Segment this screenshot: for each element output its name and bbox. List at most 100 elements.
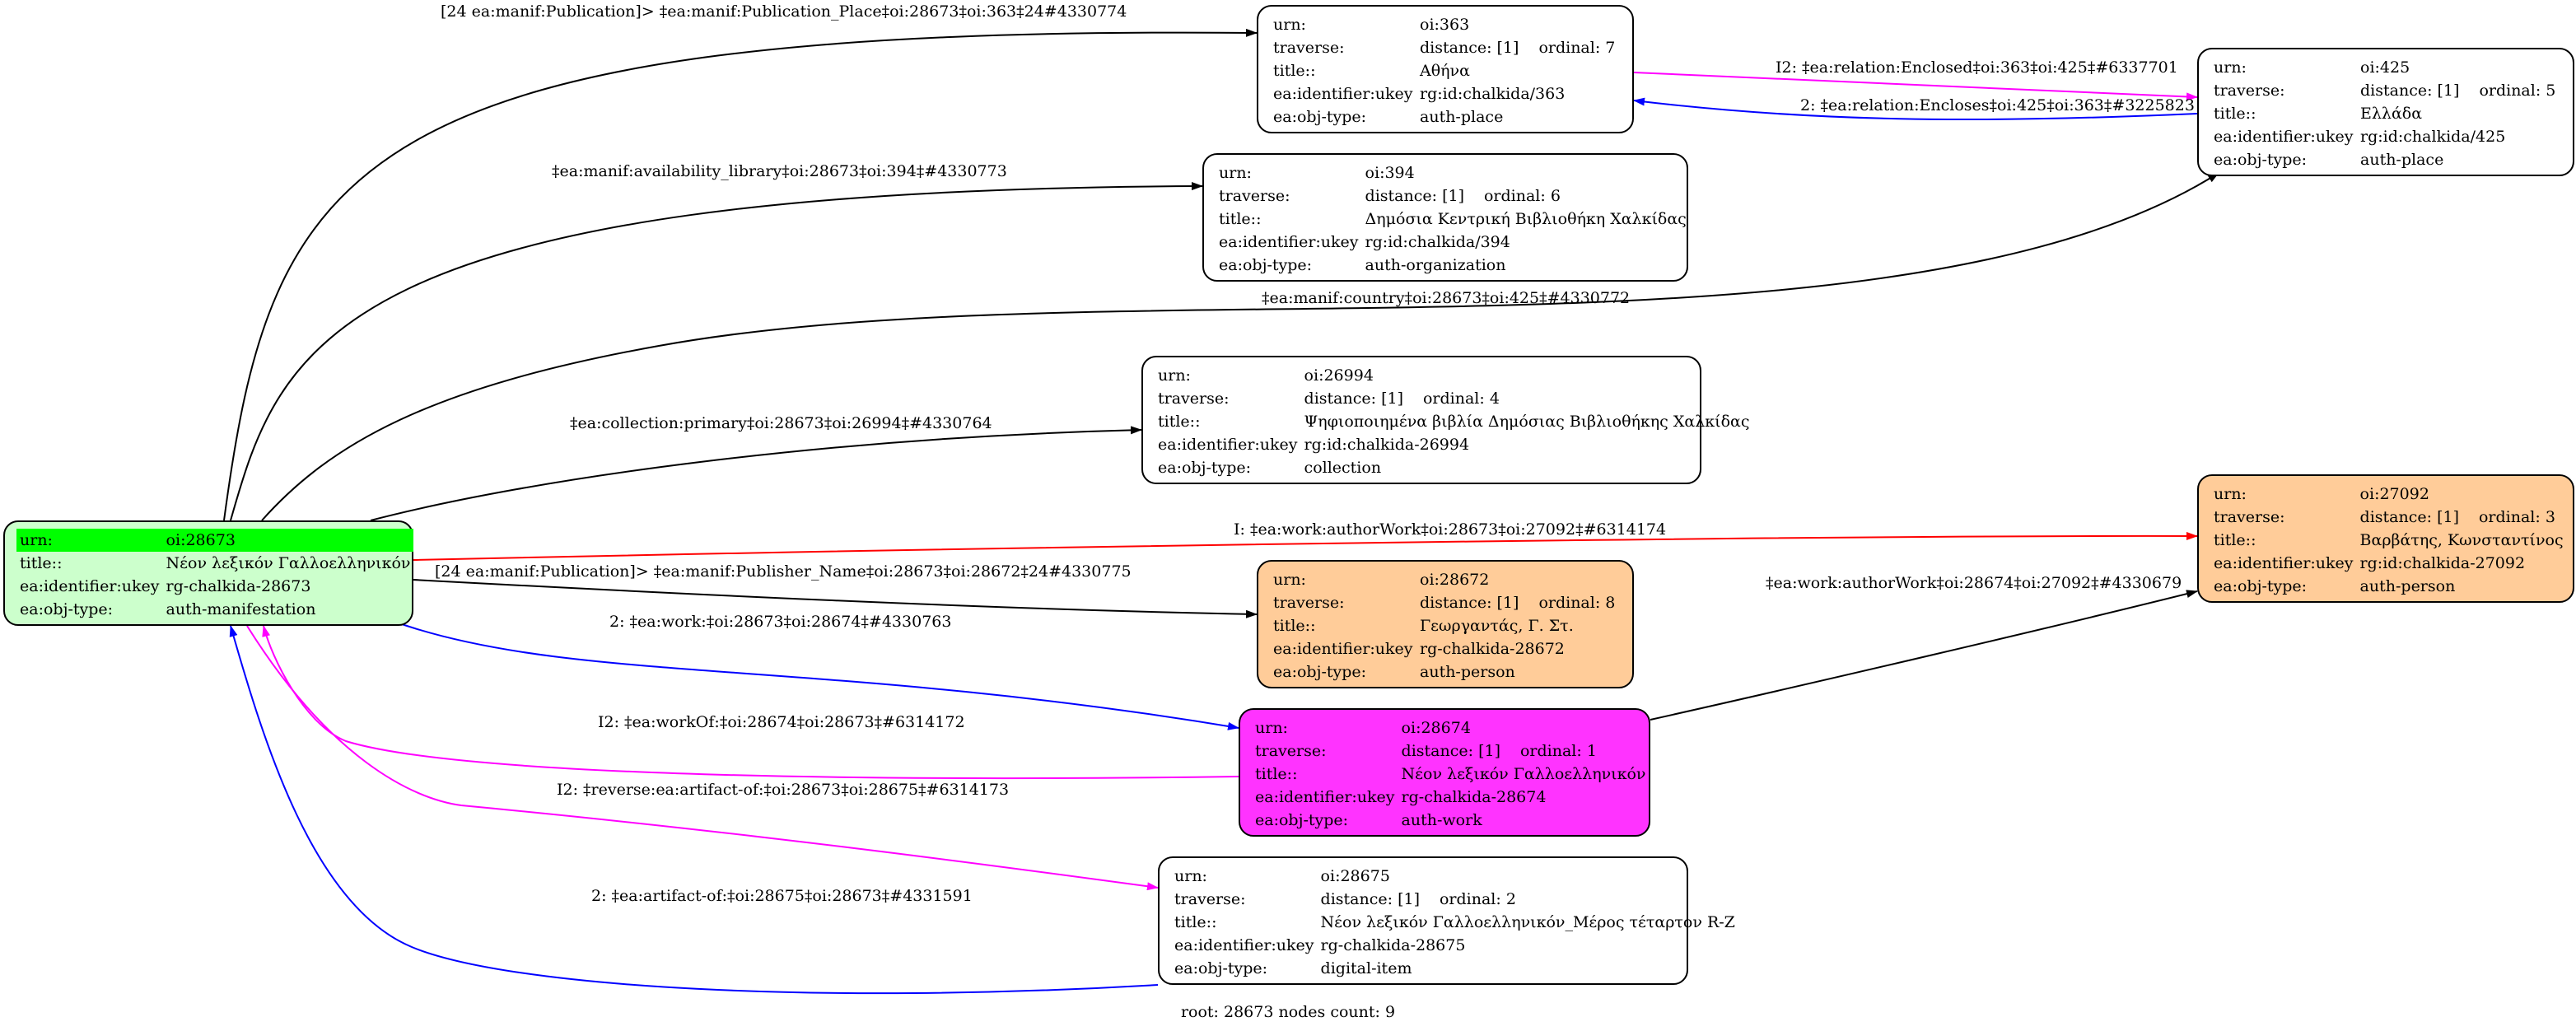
node-key-ukey: ea:identifier:ukey — [1219, 233, 1359, 251]
node-ukey: rg:id:chalkida/425 — [2360, 128, 2506, 146]
node-key-traverse: traverse: — [1174, 890, 1246, 908]
node-key-title: title:: — [20, 554, 63, 572]
edge-publisher-name: [24 ea:manif:Publication]> ‡ea:manif:Pub… — [413, 562, 1258, 618]
node-key-objtype: ea:obj-type: — [1158, 459, 1252, 477]
node-ordinal: ordinal: 5 — [2479, 82, 2556, 100]
edge-label-artifact-of-blue: 2: ‡ea:artifact-of:‡oi:28675‡oi:28673‡#4… — [591, 887, 973, 905]
node-key-ukey: ea:identifier:ukey — [1273, 640, 1413, 658]
node-key-traverse: traverse: — [2214, 508, 2285, 526]
node-distance: distance: [1] — [1401, 742, 1500, 760]
node-organization-library[interactable]: urn:oi:394 traverse:distance: [1]ordinal… — [1202, 153, 1688, 282]
edge-author-work-black: ‡ea:work:authorWork‡oi:28674‡oi:27092‡#4… — [1650, 574, 2198, 721]
node-ukey: rg-chalkida-28673 — [166, 577, 311, 595]
edge-encloses-blue: 2: ‡ea:relation:Encloses‡oi:425‡oi:363‡#… — [1633, 96, 2198, 121]
node-ordinal: ordinal: 2 — [1439, 890, 1516, 908]
edge-collection-primary: ‡ea:collection:primary‡oi:28673‡oi:26994… — [370, 414, 1142, 521]
node-digital-item[interactable]: urn: oi:28675 traverse: distance: [1] ordin… — [1158, 856, 1735, 985]
node-place-athens[interactable]: urn:oi:363 traverse:distance: [1]ordinal… — [1257, 5, 1634, 133]
node-objtype: auth-manifestation — [166, 600, 316, 618]
node-ukey: rg:id:chalkida-26994 — [1304, 436, 1470, 454]
node-urn: oi:363 — [1420, 16, 1470, 34]
node-objtype: digital-item — [1320, 959, 1412, 977]
node-ukey: rg-chalkida-28672 — [1420, 640, 1565, 658]
node-distance: distance: [1] — [1365, 187, 1464, 205]
node-key-title: title:: — [2214, 105, 2256, 123]
node-key-title: title:: — [1273, 62, 1316, 80]
node-key-urn: urn: — [2214, 485, 2247, 503]
edge-author-work-red: I: ‡ea:work:authorWork‡oi:28673‡oi:27092… — [413, 520, 2198, 561]
node-key-objtype: ea:obj-type: — [1273, 108, 1367, 126]
node-objtype: auth-place — [2360, 151, 2444, 169]
node-key-urn: urn: — [1174, 867, 1207, 885]
node-urn: oi:394 — [1365, 164, 1415, 182]
node-ordinal: ordinal: 8 — [1538, 594, 1616, 612]
node-distance: distance: [1] — [1320, 890, 1420, 908]
node-key-title: title:: — [1174, 913, 1217, 931]
edge-label-work-blue: 2: ‡ea:work:‡oi:28673‡oi:28674‡#4330763 — [609, 613, 951, 631]
node-ukey: rg:id:chalkida-27092 — [2359, 554, 2526, 572]
node-urn: oi:28675 — [1320, 867, 1390, 885]
node-key-urn: urn: — [1158, 366, 1191, 385]
node-key-urn: urn: — [1255, 719, 1288, 737]
edge-label-publication-place: [24 ea:manif:Publication]> ‡ea:manif:Pub… — [441, 2, 1127, 21]
edge-label-author-work-red: I: ‡ea:work:authorWork‡oi:28673‡oi:27092… — [1234, 520, 1666, 539]
edge-work-of-magenta: I2: ‡ea:workOf:‡oi:28674‡oi:28673‡#63141… — [262, 625, 1239, 780]
node-key-ukey: ea:identifier:ukey — [2214, 554, 2354, 572]
node-person-varvatis[interactable]: urn: oi:27092 traverse: distance: [1] ordin… — [2197, 474, 2574, 603]
edge-label-enclosed-magenta: I2: ‡ea:relation:Enclosed‡oi:363‡oi:425‡… — [1776, 58, 2178, 77]
node-key-ukey: ea:identifier:ukey — [2214, 128, 2354, 146]
node-urn: oi:27092 — [2359, 485, 2429, 503]
node-objtype: collection — [1304, 459, 1382, 477]
node-ukey: rg-chalkida-28674 — [1401, 788, 1547, 806]
node-key-urn: urn: — [2214, 58, 2247, 77]
node-place-greece[interactable]: urn: oi:425 traverse: distance: [1] ordinal… — [2197, 48, 2574, 176]
node-key-ukey: ea:identifier:ukey — [1174, 936, 1314, 954]
node-key-objtype: ea:obj-type: — [1219, 256, 1313, 274]
node-key-traverse: traverse: — [2214, 82, 2285, 100]
node-distance: distance: [1] — [2359, 508, 2459, 526]
node-objtype: auth-work — [1401, 811, 1482, 829]
node-title: Δημόσια Κεντρική Βιβλιοθήκη Χαλκίδας — [1365, 210, 1687, 228]
node-urn: oi:28674 — [1401, 719, 1471, 737]
node-key-objtype: ea:obj-type: — [2214, 151, 2308, 169]
node-objtype: auth-person — [2359, 577, 2456, 595]
node-key-traverse: traverse: — [1158, 390, 1230, 408]
edge-label-encloses-blue: 2: ‡ea:relation:Encloses‡oi:425‡oi:363‡#… — [1800, 96, 2195, 114]
graph-footer: root: 28673 nodes count: 9 — [1180, 1003, 1396, 1021]
node-key-urn: urn: — [1273, 16, 1306, 34]
node-key-title: title:: — [1219, 210, 1262, 228]
node-ordinal: ordinal: 4 — [1422, 390, 1500, 408]
node-objtype: auth-organization — [1365, 256, 1506, 274]
node-key-title: title:: — [2214, 531, 2256, 549]
node-key-traverse: traverse: — [1219, 187, 1290, 205]
node-distance: distance: [1] — [1304, 390, 1403, 408]
node-key-objtype: ea:obj-type: — [20, 600, 114, 618]
edge-label-collection-primary: ‡ea:collection:primary‡oi:28673‡oi:26994… — [570, 414, 992, 432]
edge-label-reverse-artifact-of-magenta: I2: ‡reverse:ea:artifact-of:‡oi:28673‡oi… — [557, 781, 1009, 799]
node-title: Ψηφιοποιημένα βιβλία Δημόσιας Βιβλιοθήκη… — [1304, 413, 1750, 431]
node-key-title: title:: — [1255, 765, 1298, 783]
node-ukey: rg:id:chalkida/363 — [1420, 85, 1566, 103]
node-key-traverse: traverse: — [1273, 39, 1345, 57]
node-root-manifestation[interactable]: urn: oi:28673 title:: Νέον λεξικόν Γαλλο… — [3, 520, 414, 626]
node-ukey: rg:id:chalkida/394 — [1365, 233, 1510, 251]
edge-label-work-of-magenta: I2: ‡ea:workOf:‡oi:28674‡oi:28673‡#63141… — [598, 713, 965, 731]
node-urn: oi:28673 — [162, 529, 414, 552]
node-key-ukey: ea:identifier:ukey — [1158, 436, 1298, 454]
node-key-ukey: ea:identifier:ukey — [20, 577, 160, 595]
node-title: Βαρβάτης, Κωνσταντίνος — [2359, 531, 2564, 549]
node-ordinal: ordinal: 7 — [1538, 39, 1616, 57]
node-urn: oi:28672 — [1420, 571, 1490, 589]
node-key-objtype: ea:obj-type: — [1174, 959, 1268, 977]
node-work[interactable]: urn:oi:28674 traverse:distance: [1]ordin… — [1239, 708, 1650, 837]
edge-publication-place: [24 ea:manif:Publication]> ‡ea:manif:Pub… — [223, 2, 1258, 521]
node-ordinal: ordinal: 3 — [2478, 508, 2555, 526]
node-collection[interactable]: urn: oi:26994 traverse: distance: [1] ordin… — [1141, 356, 1749, 484]
node-urn: oi:26994 — [1304, 366, 1374, 385]
node-person-georgantas[interactable]: urn:oi:28672 traverse:distance: [1]ordin… — [1257, 560, 1634, 688]
node-distance: distance: [1] — [2360, 82, 2460, 100]
node-urn: oi:425 — [2360, 58, 2410, 77]
node-title: Νέον λεξικόν Γαλλοελληνικόν — [166, 554, 411, 572]
node-key-ukey: ea:identifier:ukey — [1255, 788, 1395, 806]
